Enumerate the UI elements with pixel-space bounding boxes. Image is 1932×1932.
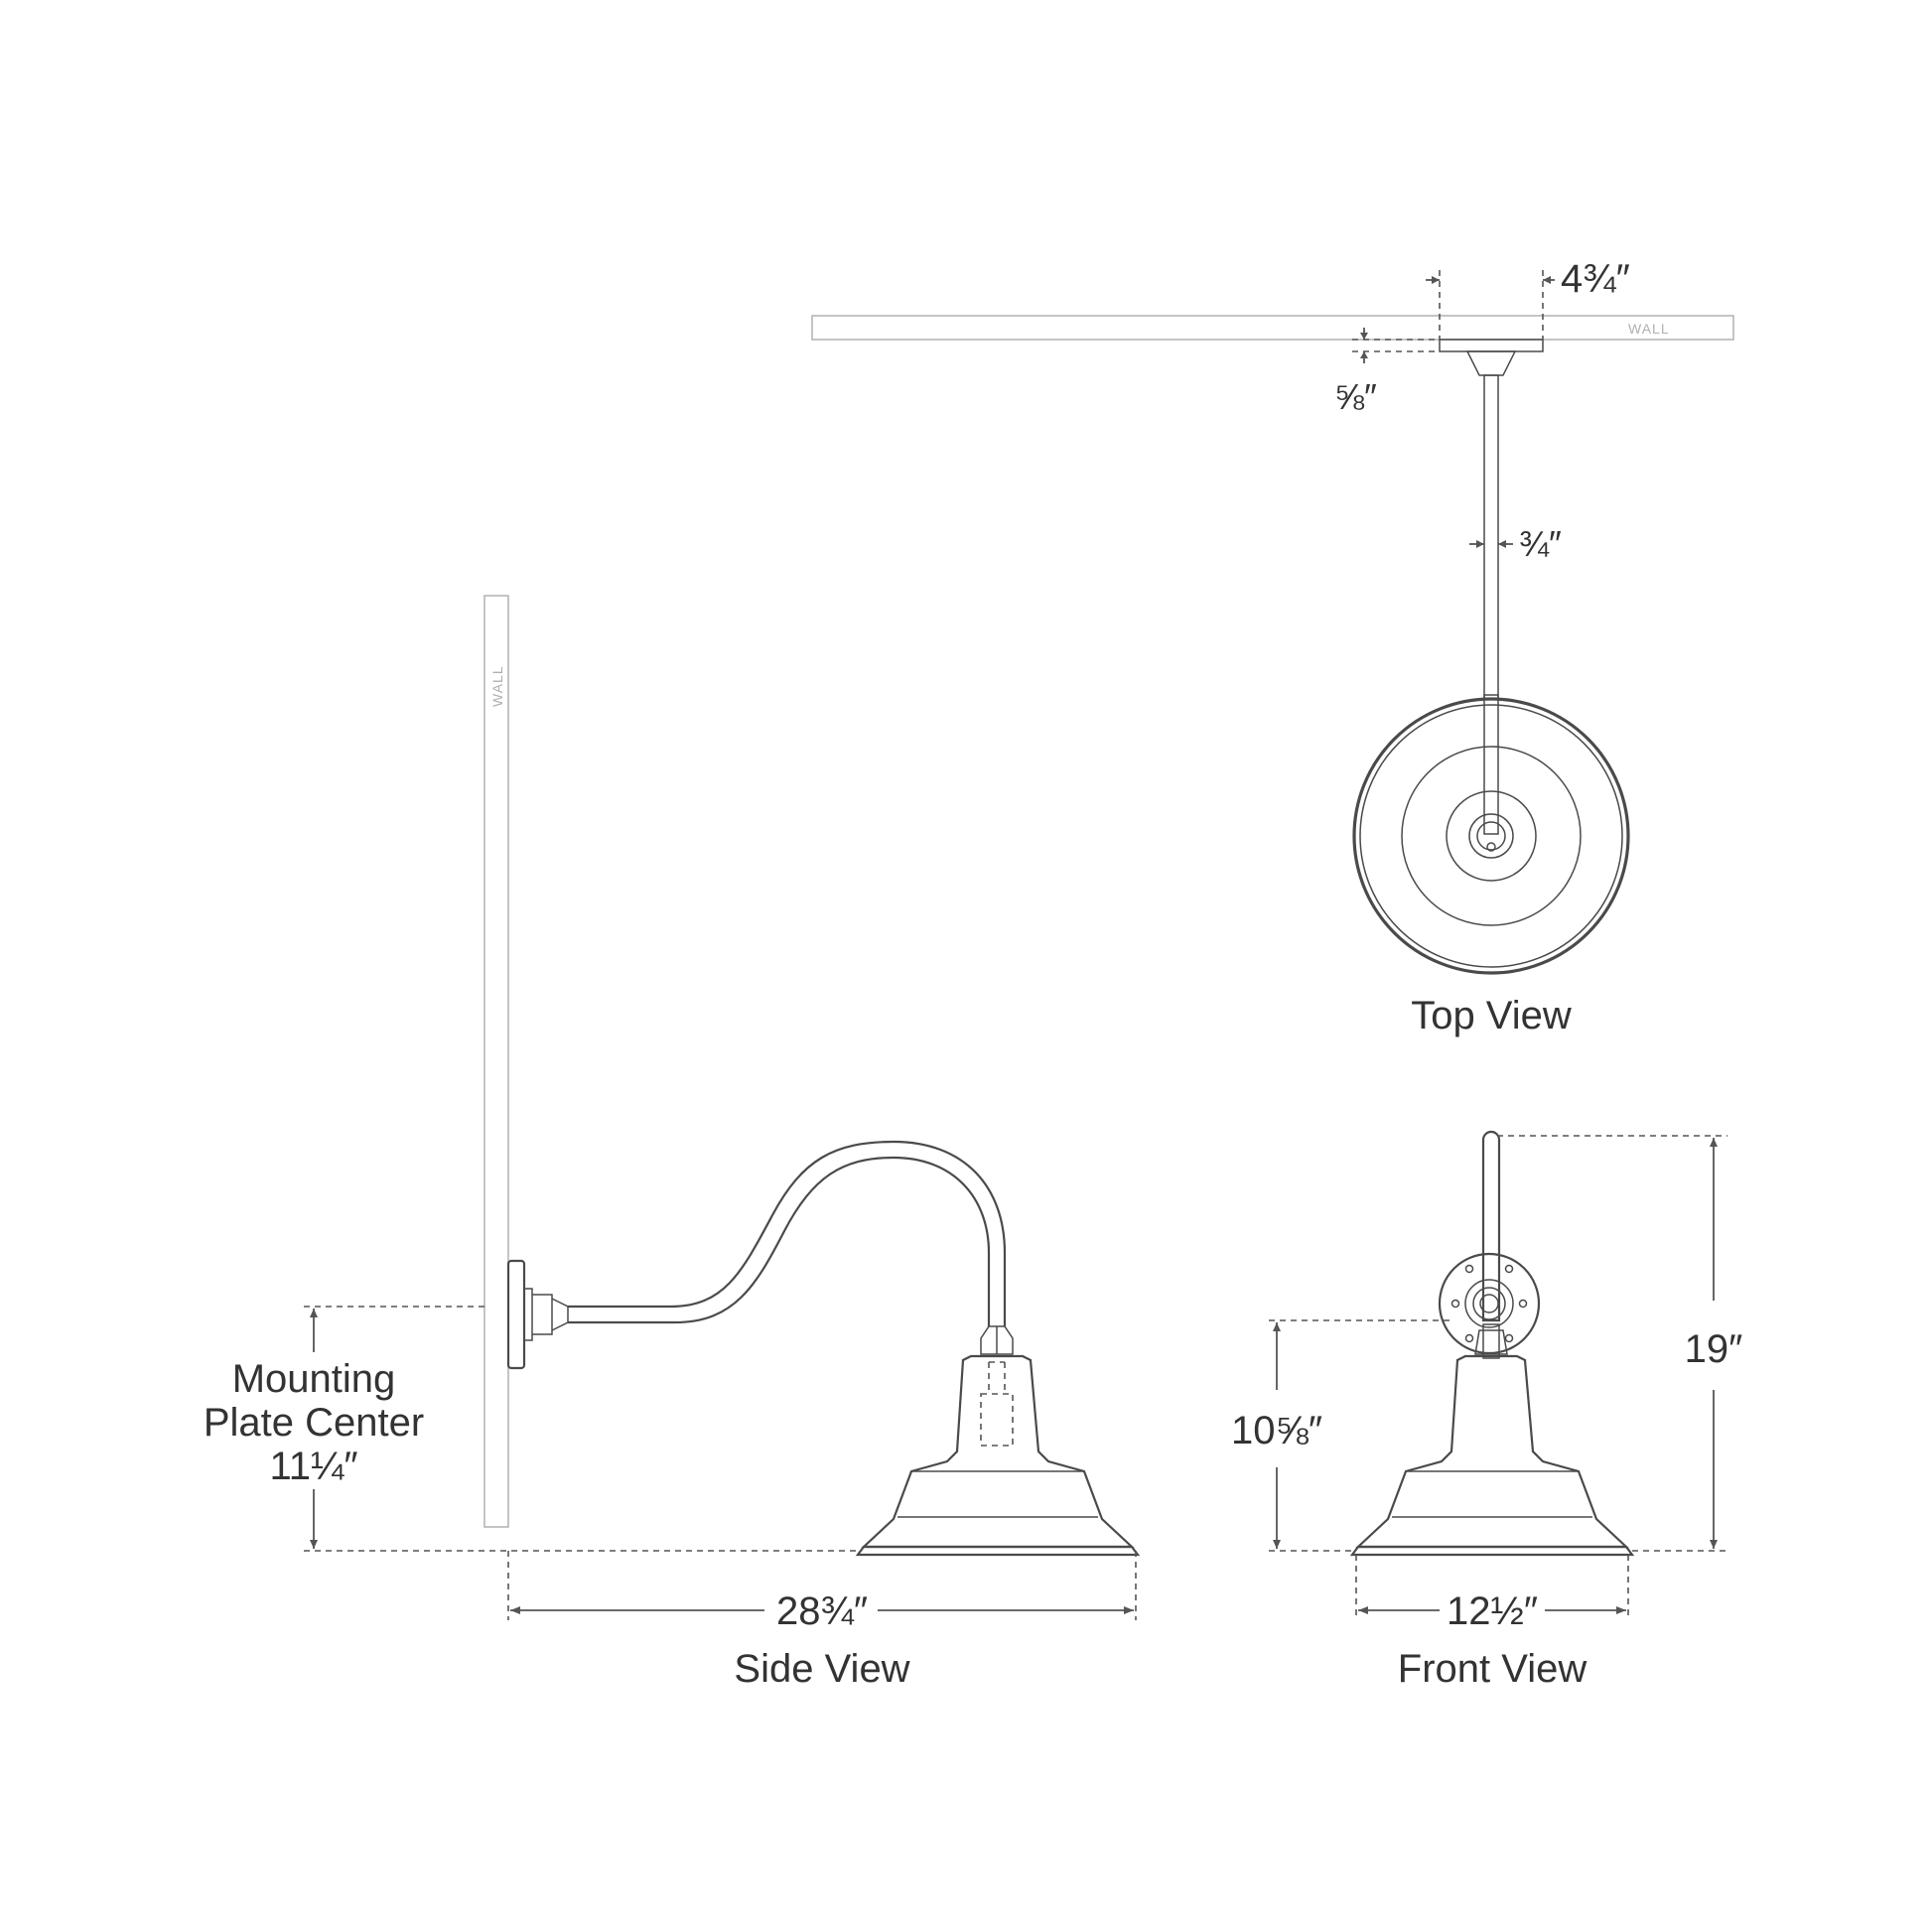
front-screw-1: [1464, 1264, 1474, 1274]
top-canopy: [1439, 339, 1544, 352]
side-fitter: [532, 1294, 553, 1335]
dim-mounting-bottom-arrow: [310, 1540, 318, 1549]
side-view-title: Side View: [734, 1647, 909, 1691]
dim-stem-right-arrow: [1498, 540, 1506, 548]
top-shade-socket-inner: [1476, 821, 1506, 851]
dim-shade-left-arrow: [1358, 1606, 1368, 1614]
dim-mounting-label-line2: Plate Center: [204, 1401, 424, 1445]
dim-stem-left-arrow: [1476, 540, 1484, 548]
front-screw-2: [1504, 1264, 1514, 1274]
dim-height-top-arrow: [1710, 1138, 1718, 1147]
dim-mounting-label-line1: Mounting: [232, 1357, 396, 1401]
front-screw-4: [1518, 1299, 1528, 1309]
side-wall-label: WALL: [489, 665, 505, 707]
front-socket-cup: [1474, 1329, 1508, 1355]
top-wall: [811, 315, 1734, 341]
dim-extension-left-arrow: [510, 1606, 520, 1614]
front-view: 19″ 10⅝″ 12½″ Front View: [1231, 1130, 1743, 1691]
dim-canopy-depth-top-arrow: [1360, 333, 1368, 340]
top-stem-end: [1486, 842, 1496, 852]
top-wall-label: WALL: [1628, 321, 1670, 337]
front-view-title: Front View: [1398, 1647, 1587, 1691]
side-shade-lip: [855, 1545, 1141, 1557]
side-socket-cup: [980, 1325, 1014, 1355]
dim-shade-label: 12½″: [1447, 1589, 1538, 1633]
front-screw-6: [1504, 1333, 1514, 1343]
side-backplate-boss: [523, 1288, 533, 1341]
front-shade-lip: [1349, 1545, 1635, 1557]
front-backplate-center: [1479, 1294, 1499, 1313]
dim-canopy-width-label: 4¾″: [1561, 257, 1630, 301]
side-bulb: [980, 1393, 1014, 1447]
dim-mounting-height-label: 11¼″: [269, 1445, 357, 1488]
side-arm-outer: [568, 1140, 1007, 1326]
front-backplate-boss: [1464, 1279, 1514, 1328]
side-backplate: [506, 1259, 526, 1370]
dim-canopy-depth-bottom-arrow: [1360, 351, 1368, 358]
top-shade-ring: [1401, 746, 1582, 926]
dim-backplate-top-arrow: [1273, 1322, 1281, 1331]
side-wall: [483, 595, 509, 1528]
side-view: WALL Mounting Plate Center 11¼″: [204, 595, 1141, 1691]
top-shade-socket: [1468, 813, 1514, 859]
dim-backplate-label: 10⅝″: [1231, 1409, 1322, 1452]
front-screw-5: [1464, 1333, 1474, 1343]
dim-canopy-width-right-arrow: [1543, 276, 1551, 284]
top-shade-rim: [1352, 697, 1630, 975]
dim-stem-label: ¾″: [1519, 523, 1562, 564]
top-shade-inner-rim: [1359, 704, 1623, 968]
dim-extension-label: 28¾″: [776, 1589, 868, 1633]
side-shade: [861, 1354, 1135, 1549]
top-stem-over-shade: [1483, 694, 1499, 835]
top-view-title: Top View: [1411, 994, 1572, 1037]
dim-shade-right-arrow: [1616, 1606, 1626, 1614]
top-shade-cap: [1446, 790, 1537, 882]
front-backplate: [1438, 1252, 1541, 1355]
dim-height-label: 19″: [1685, 1327, 1743, 1371]
dim-height-bottom-arrow: [1710, 1540, 1718, 1549]
front-drop-stem: [1482, 1323, 1500, 1359]
side-fitter-taper: [551, 1298, 569, 1331]
front-shade: [1355, 1354, 1629, 1549]
top-canopy-neck: [1465, 350, 1517, 376]
dim-mounting-top-arrow: [310, 1309, 318, 1317]
front-screw-3: [1450, 1299, 1460, 1309]
side-arm-inner: [568, 1156, 991, 1326]
front-stem: [1481, 1130, 1501, 1322]
dim-backplate-bottom-arrow: [1273, 1540, 1281, 1549]
top-view: WALL 4¾″ ⅝″ ¾″: [811, 257, 1734, 1037]
dim-extension-right-arrow: [1124, 1606, 1134, 1614]
dim-canopy-width-left-arrow: [1432, 276, 1440, 284]
dim-canopy-depth-label: ⅝″: [1334, 376, 1377, 417]
front-backplate-boss-inner: [1472, 1287, 1506, 1320]
